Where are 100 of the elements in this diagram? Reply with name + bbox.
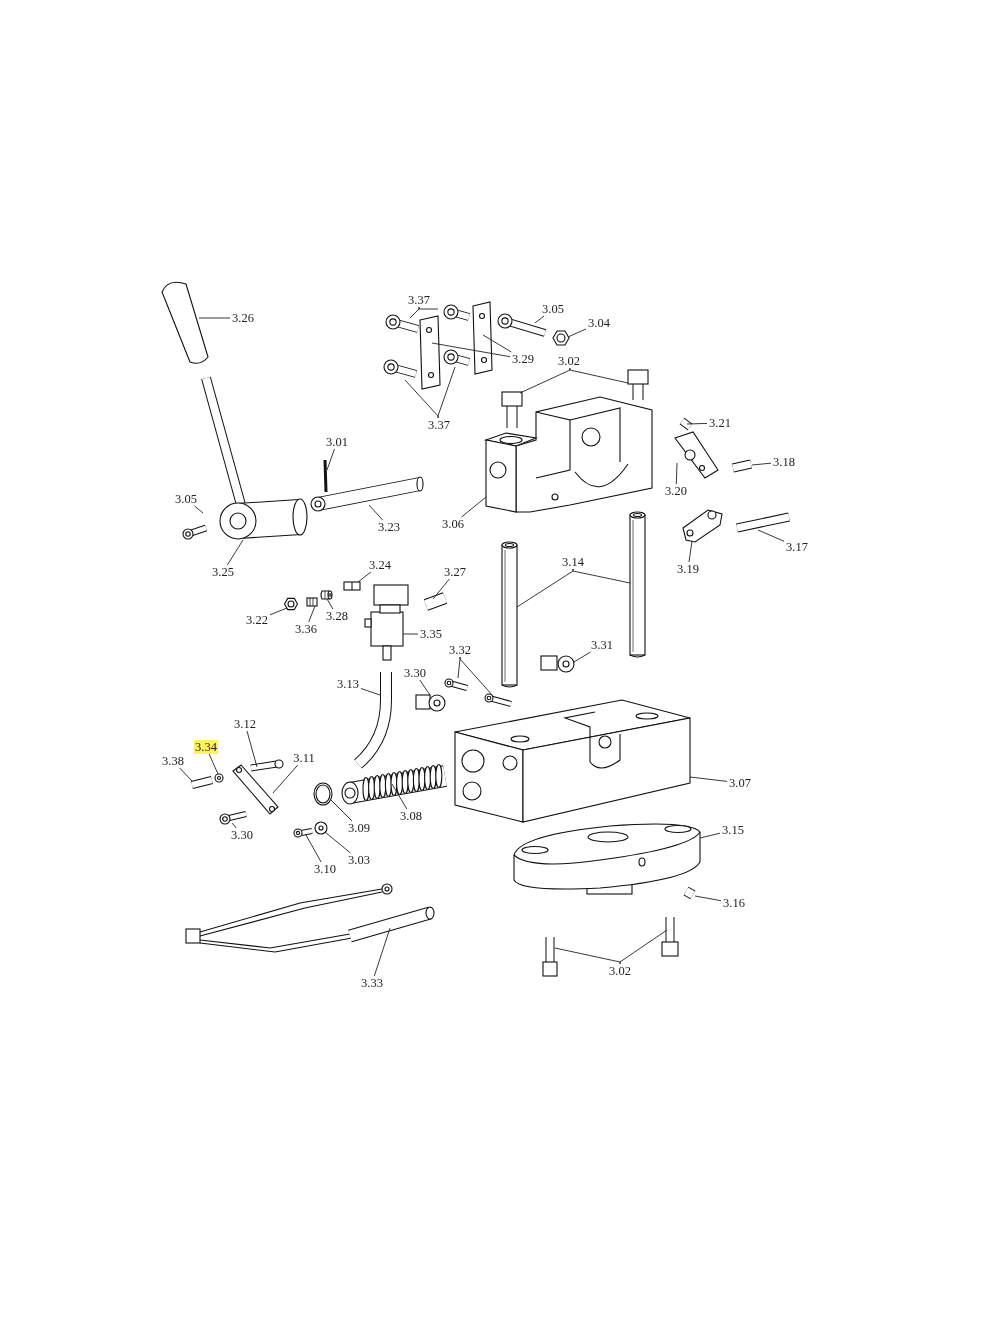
leader-line — [516, 568, 574, 608]
leader-line — [402, 633, 419, 635]
callout-number: 3.37 — [427, 418, 451, 432]
callout-number: 3.37 — [407, 293, 431, 307]
leader-line — [269, 607, 288, 616]
leader-line — [675, 462, 678, 485]
callout-number: 3.35 — [419, 627, 443, 641]
cap-screw — [293, 828, 313, 838]
callout-number: 3.07 — [728, 776, 752, 790]
pin — [683, 886, 696, 900]
column-rod — [501, 541, 518, 688]
callout-number: 3.31 — [590, 638, 614, 652]
leader-line — [432, 578, 450, 600]
leader-line — [272, 764, 299, 794]
callout-number: 3.20 — [664, 484, 688, 498]
pin — [191, 776, 213, 789]
callout-number: 3.05 — [174, 492, 198, 506]
callout-number: 3.18 — [772, 455, 796, 469]
callout-number: 3.06 — [441, 517, 465, 531]
callout-number: 3.21 — [708, 416, 732, 430]
cap-screw — [542, 937, 558, 977]
leader-line — [231, 822, 237, 829]
mounting-plate — [419, 315, 441, 390]
callout-number: 3.08 — [399, 809, 423, 823]
threaded-fitting — [306, 597, 318, 607]
leader-line — [418, 306, 439, 310]
leader-line — [368, 504, 384, 521]
cap-screw — [501, 391, 523, 428]
pin — [732, 459, 752, 473]
callout-number: 3.14 — [561, 555, 585, 569]
main-block — [454, 699, 691, 823]
cap-screw — [484, 693, 512, 707]
leader-line — [357, 571, 372, 583]
leader-line — [694, 895, 722, 902]
fitting — [320, 590, 333, 600]
leader-line — [419, 679, 431, 696]
callout-number: 3.05 — [541, 302, 565, 316]
leader-line — [459, 656, 494, 697]
cap-screw — [250, 759, 284, 772]
leader-line — [198, 317, 231, 319]
cap-screw — [182, 524, 208, 540]
callout-number: 3.36 — [294, 622, 318, 636]
callout-number: 3.33 — [360, 976, 384, 990]
callout-number: 3.02 — [557, 354, 581, 368]
roll-pin — [323, 459, 328, 493]
leader-line — [569, 367, 629, 384]
cap-screw — [383, 359, 418, 378]
leader-line — [619, 929, 668, 965]
solenoid-valve — [364, 584, 409, 661]
callout-number: 3.38 — [161, 754, 185, 768]
washer — [314, 821, 328, 835]
callout-number: 3.32 — [448, 643, 472, 657]
cap-screw — [497, 313, 547, 337]
leader-line — [534, 315, 545, 324]
callout-number: 3.17 — [785, 540, 809, 554]
callout-number: 3.23 — [377, 520, 401, 534]
leader-line — [461, 496, 487, 518]
callout-number: 3.30 — [230, 828, 254, 842]
mounting-plate — [472, 301, 493, 375]
leader-line — [305, 834, 322, 863]
leader-line — [194, 505, 204, 514]
callout-number: 3.12 — [233, 717, 257, 731]
callout-number: 3.26 — [231, 311, 255, 325]
o-ring — [313, 782, 333, 806]
clamp-lever — [674, 431, 719, 479]
callout-number: 3.27 — [443, 565, 467, 579]
callout-number: 3.15 — [721, 823, 745, 837]
leader-line — [751, 462, 772, 466]
callout-number: 3.28 — [325, 609, 349, 623]
cap-screw — [219, 811, 247, 825]
callout-number: 3.01 — [325, 435, 349, 449]
cap-screw — [661, 917, 679, 957]
handle-grip — [161, 281, 209, 364]
callout-number: 3.16 — [722, 896, 746, 910]
callout-number: 3.11 — [292, 751, 316, 765]
callout-number: 3.13 — [336, 677, 360, 691]
leader-line — [246, 730, 258, 768]
leader-line — [688, 540, 693, 563]
column-rod — [629, 511, 646, 658]
leader-line — [431, 342, 511, 358]
callout-number: 3.09 — [347, 821, 371, 835]
callout-number: 3.22 — [245, 613, 269, 627]
elbow-fitting — [343, 581, 361, 591]
leader-line — [757, 529, 785, 542]
lever-arm — [201, 376, 308, 540]
callout-number: 3.04 — [587, 316, 611, 330]
callout-number: 3.03 — [347, 853, 371, 867]
leader-line — [326, 448, 335, 471]
spacer — [423, 592, 448, 611]
callout-number: 3.10 — [313, 862, 337, 876]
pressure-switch — [540, 655, 575, 673]
callout-number: 3.02 — [608, 964, 632, 978]
leader-line — [391, 783, 408, 810]
leader-line — [360, 688, 381, 696]
leader-line — [457, 656, 461, 679]
leader-line — [179, 767, 193, 782]
leader-line — [324, 831, 351, 854]
leader-line — [330, 799, 353, 822]
leader-line — [567, 328, 587, 338]
leader-line — [686, 422, 708, 425]
